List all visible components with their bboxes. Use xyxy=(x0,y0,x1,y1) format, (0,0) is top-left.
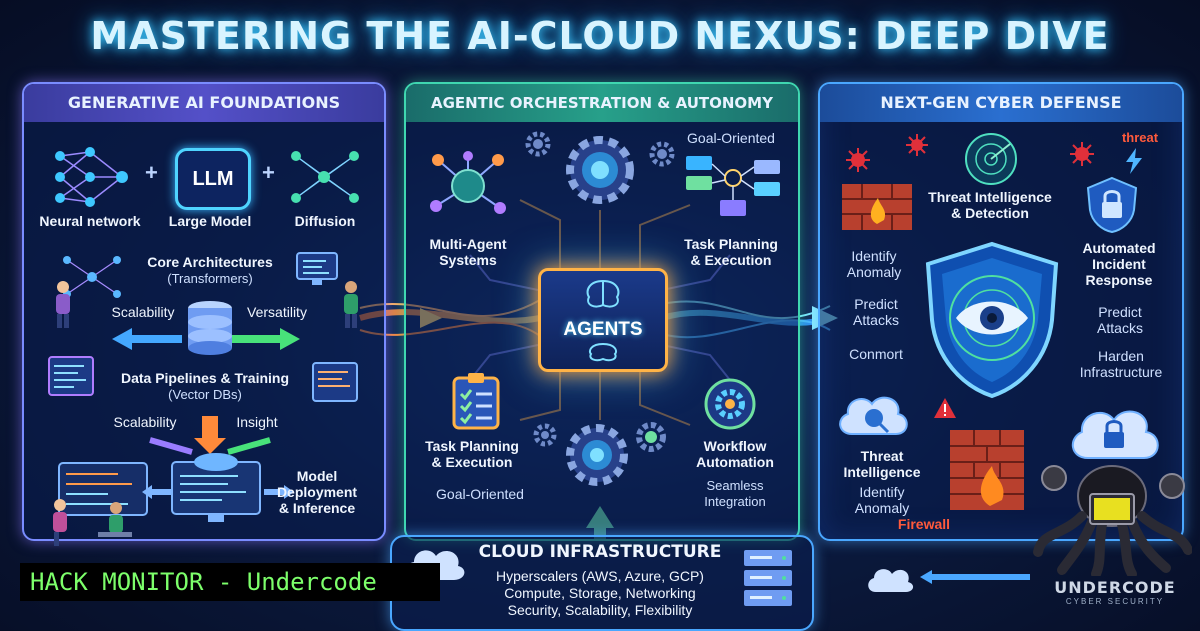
predict-attacks-left-label: Predict Attacks xyxy=(853,296,899,328)
undercode-tagline: CYBER SECURITY xyxy=(1065,597,1165,606)
agentic-orchestration-header: AGENTIC ORCHESTRATION & AUTONOMY xyxy=(406,84,798,122)
threat-intelligence-label: Threat Intelligence xyxy=(843,448,921,480)
code-screen-icon xyxy=(48,356,94,396)
insight-label: Insight xyxy=(236,414,278,430)
cloud-lock-icon xyxy=(1072,410,1159,459)
scalability-label: Scalability xyxy=(111,304,175,320)
cloud-search-icon xyxy=(839,396,908,435)
converge-arrows-icon xyxy=(149,416,271,455)
goal-oriented-bottom-label: Goal-Oriented xyxy=(436,486,524,502)
diffusion-network-icon xyxy=(291,151,359,203)
cloud-infrastructure-box xyxy=(390,535,814,631)
radar-icon xyxy=(965,133,1017,185)
multi-agent-label: Multi-Agent Systems xyxy=(429,236,507,268)
virus-icon xyxy=(1070,142,1094,166)
database-icon xyxy=(188,301,232,355)
data-pipelines-label: Data Pipelines & Training xyxy=(120,370,290,386)
brain-icon xyxy=(586,279,620,308)
agents-label: AGENTS xyxy=(563,319,643,340)
arrow-left-icon xyxy=(142,485,172,499)
neural-network-label: Neural network xyxy=(39,213,141,229)
person-icon xyxy=(344,281,358,328)
double-arrow-icon xyxy=(112,328,300,350)
multi-agent-network-icon xyxy=(430,151,506,214)
cyber-defense-header: NEXT-GEN CYBER DEFENSE xyxy=(820,84,1182,122)
lock-shield-icon xyxy=(1086,176,1138,234)
workflow-automation-label: Workflow Automation xyxy=(696,438,774,470)
harden-infrastructure-label: Harden Infrastructure xyxy=(1079,348,1163,380)
octopus-hacker-icon xyxy=(1033,465,1192,576)
goal-oriented-top-label: Goal-Oriented xyxy=(687,130,775,146)
versatility-label: Versatility xyxy=(247,304,307,320)
task-planning-bottom-label: Task Planning & Execution xyxy=(425,438,519,470)
code-screen-icon xyxy=(312,362,358,402)
person-icon xyxy=(56,281,70,328)
shield-eye-icon xyxy=(925,241,1059,399)
page-title: MASTERING THE AI-CLOUD NEXUS: DEEP DIVE xyxy=(90,14,1110,58)
gear-icon xyxy=(566,136,634,204)
cloud-line-2: Compute, Storage, Networking xyxy=(504,585,696,601)
task-flow-icon xyxy=(686,156,780,216)
gear-icon xyxy=(566,424,628,486)
identify-anomaly-top-label: Identify Anomaly xyxy=(846,248,902,280)
agents-chip: AGENTS xyxy=(538,268,668,372)
hack-monitor-banner: HACK MONITOR - Undercode xyxy=(20,563,440,601)
model-deployment-label: Model Deployment & Inference xyxy=(276,468,358,516)
plus-icon: + xyxy=(145,160,158,185)
code-panel-icon xyxy=(58,462,148,516)
checklist-icon xyxy=(452,373,500,430)
threat-tag: threat xyxy=(1121,130,1159,145)
arrow-right-icon xyxy=(264,485,294,499)
core-architectures-label: Core Architectures xyxy=(147,254,273,270)
server-rack-icon xyxy=(744,550,792,606)
identify-anomaly-bottom-label: Identify Anomaly xyxy=(854,484,910,516)
conmort-label: Conmort xyxy=(849,346,903,362)
gear-icon xyxy=(649,141,675,167)
virus-icon xyxy=(846,148,870,172)
virus-icon xyxy=(906,134,928,156)
firewall-icon xyxy=(950,430,1024,510)
deployment-monitor-icon xyxy=(171,453,261,522)
vector-dbs-label: (Vector DBs) xyxy=(168,387,242,402)
cloud-infrastructure-header: CLOUD INFRASTRUCTURE xyxy=(478,542,722,562)
lightning-icon xyxy=(1126,148,1142,174)
scalability-label-2: Scalability xyxy=(113,414,177,430)
generative-ai-header: GENERATIVE AI FOUNDATIONS xyxy=(24,84,384,122)
brain-icon xyxy=(588,343,618,362)
firewall-icon xyxy=(842,184,912,230)
workflow-gear-icon xyxy=(704,378,756,430)
predict-attacks-right-label: Predict Attacks xyxy=(1097,304,1143,336)
gear-icon xyxy=(533,423,557,447)
automated-incident-label: Automated Incident Response xyxy=(1082,240,1156,288)
transformers-label: (Transformers) xyxy=(167,271,253,286)
arrow-left-icon xyxy=(920,570,1030,584)
plus-icon: + xyxy=(262,160,275,185)
neural-network-icon xyxy=(55,147,128,207)
monitor-icon xyxy=(296,252,338,285)
warning-icon xyxy=(934,398,956,418)
gear-icon xyxy=(636,422,666,452)
large-model-label: Large Model xyxy=(168,213,252,229)
firewall-label: Firewall xyxy=(897,516,951,532)
gear-icon xyxy=(525,131,551,157)
undercode-logo: UNDERCODE xyxy=(1054,578,1176,597)
cloud-icon xyxy=(868,569,914,592)
task-planning-top-label: Task Planning & Execution xyxy=(684,236,778,268)
cloud-line-1: Hyperscalers (AWS, Azure, GCP) xyxy=(496,568,704,584)
threat-intel-detection-label: Threat Intelligence & Detection xyxy=(928,189,1052,221)
cloud-line-3: Security, Scalability, Flexibility xyxy=(507,602,693,618)
llm-badge: LLM xyxy=(175,148,251,210)
person-at-desk-icon xyxy=(53,499,132,546)
diffusion-label: Diffusion xyxy=(294,213,356,229)
seamless-integration-label: Seamless Integration xyxy=(704,478,766,509)
